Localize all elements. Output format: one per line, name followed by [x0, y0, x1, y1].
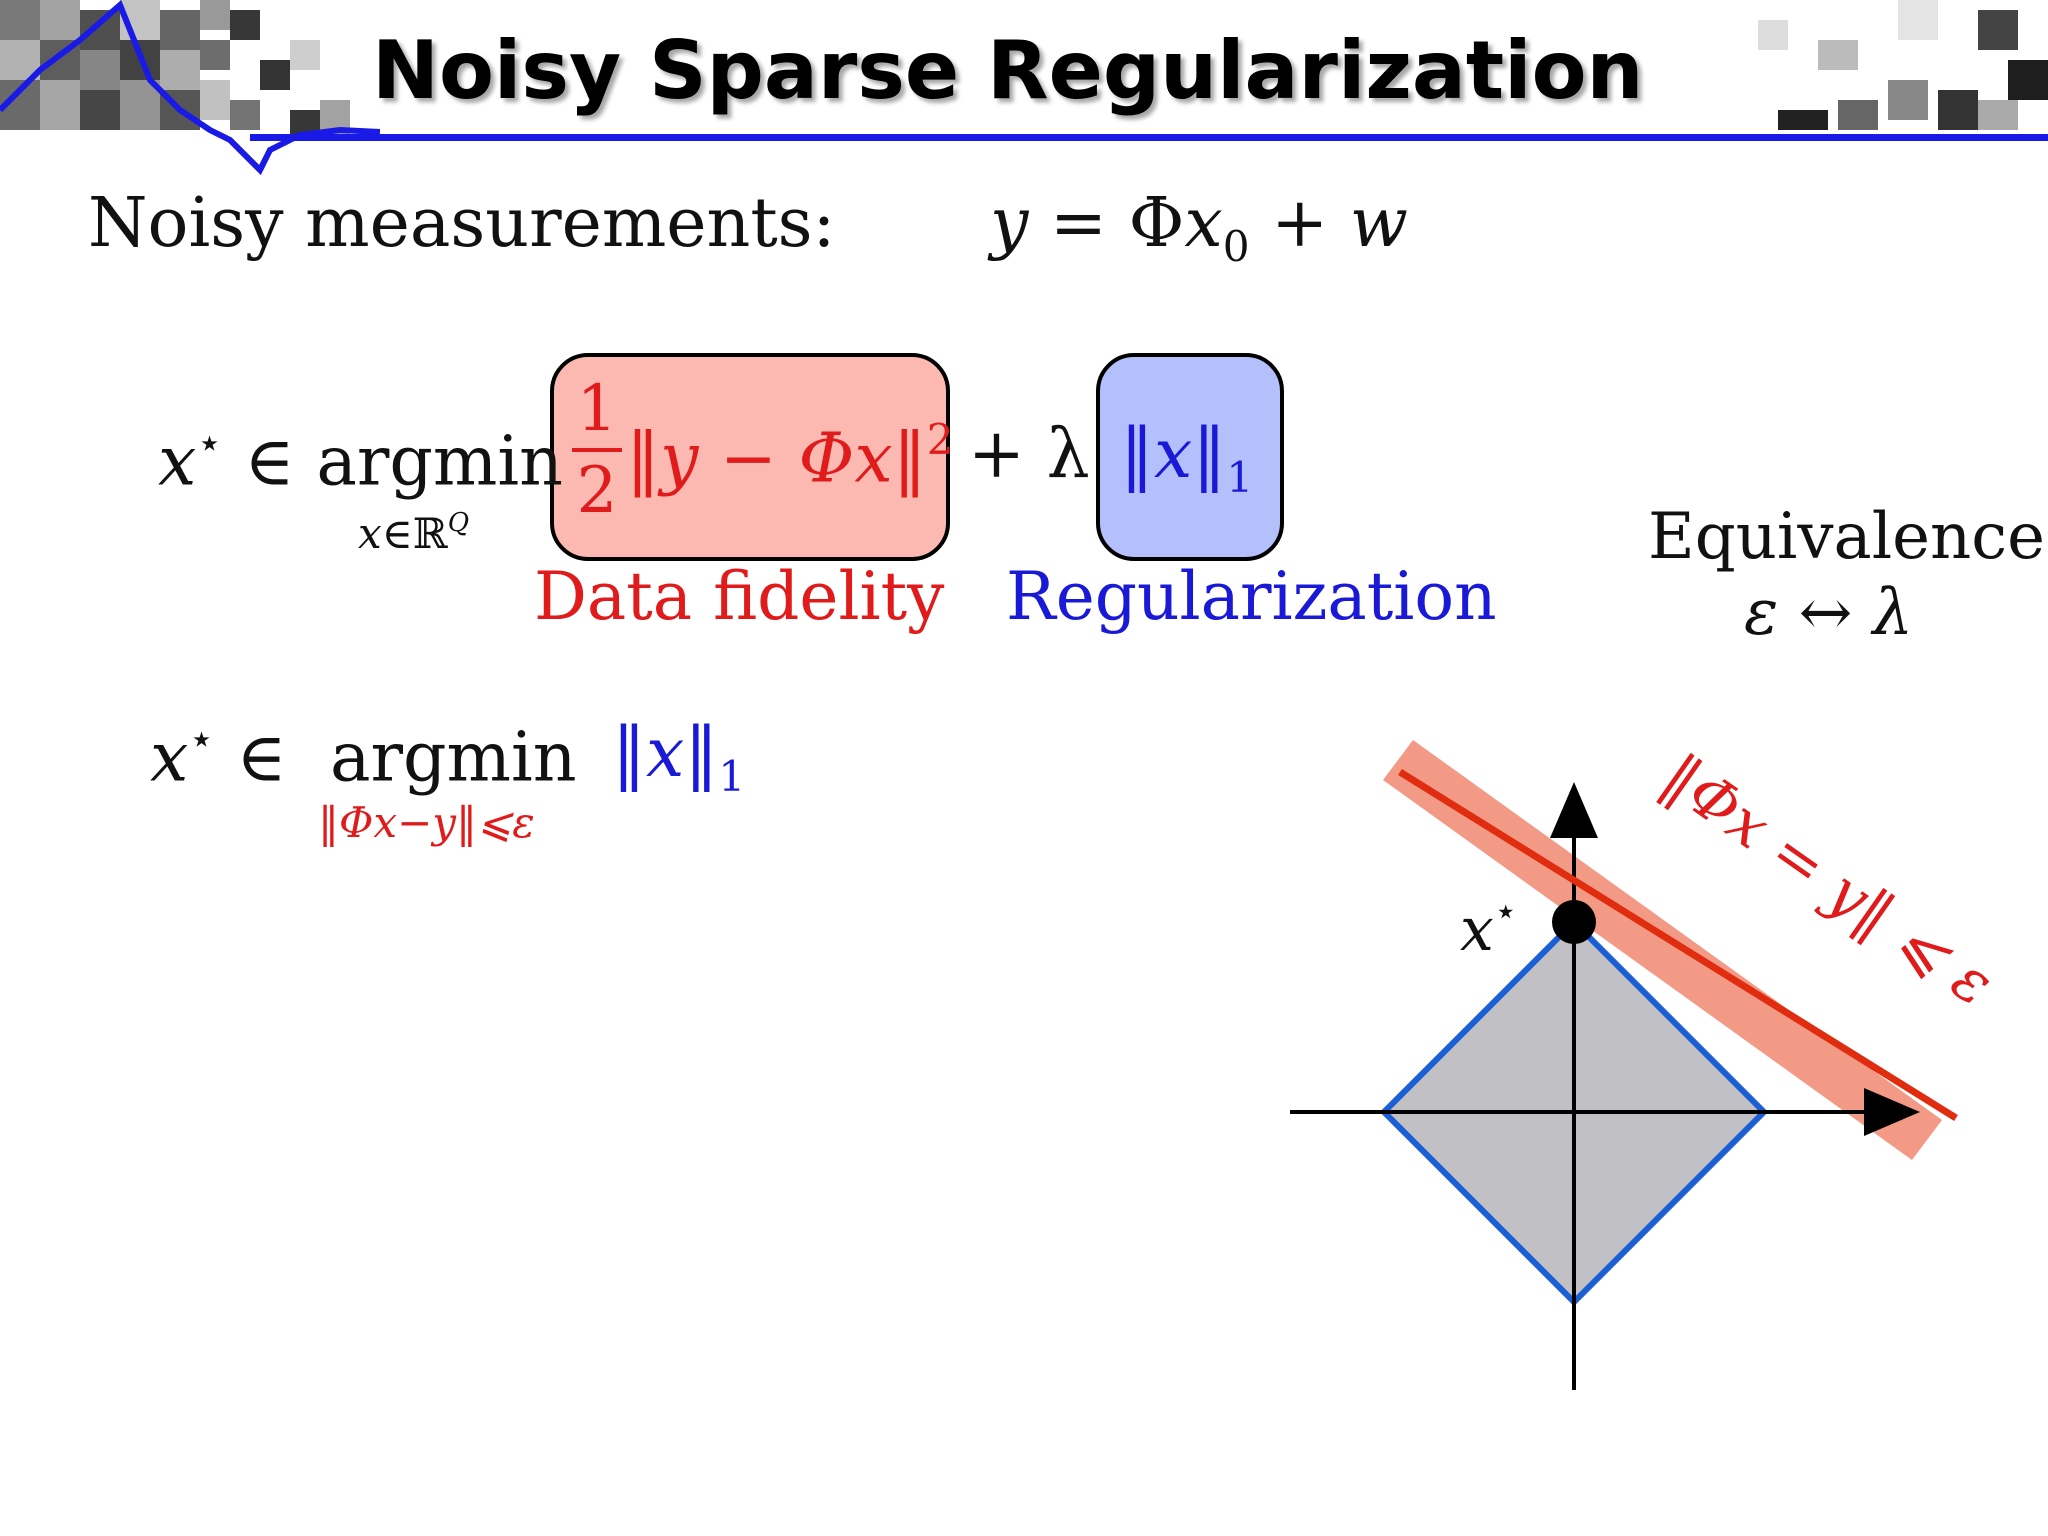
f2-argmin: argmin: [329, 718, 577, 798]
fidelity-box: [550, 353, 950, 561]
point-label-star: ⋆: [1494, 889, 1518, 933]
measurements-label: Noisy measurements:: [88, 184, 836, 263]
point-label-var: x: [1460, 895, 1494, 965]
eq-plus: +: [1249, 184, 1350, 263]
frac-denominator: 2: [576, 454, 618, 528]
fidelity-norm: ‖y − Φx‖: [626, 419, 927, 499]
measurement-equation: y = Φx0 + w: [990, 184, 1408, 271]
l1-ball-diagram: x⋆ ‖Φx = y‖ ⩽ ε: [1290, 740, 2006, 1390]
slide-title: Noisy Sparse Regularization: [372, 24, 1644, 117]
f2-objective-norm: ‖x‖: [612, 714, 719, 793]
eq-subscript: 0: [1222, 221, 1250, 271]
eq-operator: Φ: [1128, 184, 1185, 263]
f2-var: x: [150, 718, 189, 798]
f1-in: ∈: [222, 422, 317, 502]
fidelity-power: 2: [926, 415, 954, 464]
f2-objective-sub: 1: [718, 751, 746, 801]
eq-lhs: y: [990, 184, 1029, 263]
f1-argmin: argmin: [316, 422, 563, 502]
reg-norm: ‖x‖: [1120, 415, 1227, 494]
eq-equals: =: [1028, 184, 1129, 263]
header-right-decoration-icon: [1758, 0, 2048, 130]
formulation2-objective: ‖x‖1: [612, 714, 745, 801]
equivalence-title: Equivalence: [1648, 500, 2045, 574]
eq-noise: w: [1349, 184, 1409, 263]
title-rule: [250, 134, 2048, 141]
formulation1-lhs: x⋆ ∈ argmin: [158, 418, 563, 501]
f1-under-in: ∈ℝ: [381, 508, 448, 558]
eq-var: x: [1184, 184, 1223, 263]
f2-star: ⋆: [188, 714, 215, 763]
solution-point-label: x⋆: [1460, 889, 1518, 965]
regularization-term: ‖x‖1: [1120, 415, 1253, 502]
f2-in: ∈: [214, 718, 309, 798]
f1-star: ⋆: [196, 418, 223, 467]
data-fidelity-label: Data fidelity: [534, 558, 945, 635]
f1-under-sup: Q: [447, 508, 470, 538]
reg-sub: 1: [1226, 452, 1254, 502]
formulation2-constraint: ‖Φx−y‖⩽ε: [318, 798, 535, 847]
pixel-mosaic: [0, 0, 350, 134]
header-left-decoration-icon: [0, 0, 380, 176]
fidelity-term: ‖y − Φx‖2: [626, 415, 954, 498]
frac-bar: [572, 448, 622, 452]
formulation2-lhs: x⋆ ∈ argmin: [150, 714, 577, 797]
plus-lambda: + λ: [968, 415, 1090, 494]
f1-var: x: [158, 422, 197, 502]
regularization-box: [1096, 353, 1284, 561]
regularization-label: Regularization: [1006, 558, 1497, 635]
formulation1-argmin-domain: x∈ℝQ: [358, 508, 469, 558]
half-fraction: 1 2: [572, 372, 622, 528]
constraint-line: [1398, 769, 1958, 1121]
frac-numerator: 1: [576, 372, 618, 446]
equivalence-relation: ε ↔ λ: [1744, 576, 1914, 650]
solution-point: [1552, 900, 1596, 944]
f1-under-var: x: [358, 508, 382, 558]
